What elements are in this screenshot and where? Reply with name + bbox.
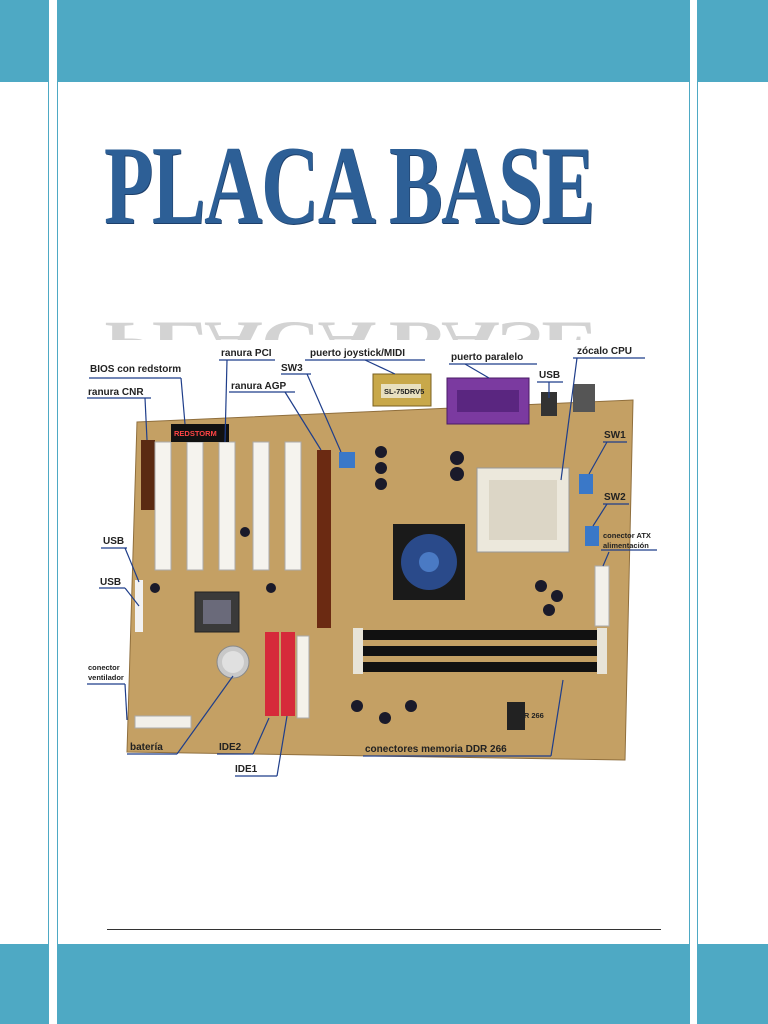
label-sw1: SW1 bbox=[604, 430, 626, 441]
label-paralelo: puerto paralelo bbox=[451, 352, 523, 363]
bottom-band-left bbox=[0, 944, 48, 1024]
label-bateria: batería bbox=[130, 742, 163, 753]
label-bios: BIOS con redstorm bbox=[90, 364, 181, 375]
label-joystick: puerto joystick/MIDI bbox=[310, 348, 405, 359]
label-atx-1: conector ATX bbox=[603, 531, 651, 540]
label-fan-2: ventilador bbox=[88, 673, 124, 682]
label-ddr: conectores memoria DDR 266 bbox=[365, 744, 507, 755]
label-ide1: IDE1 bbox=[235, 764, 258, 775]
usb-header bbox=[135, 580, 143, 608]
rear-connector bbox=[573, 384, 595, 412]
capacitors bbox=[150, 446, 563, 724]
agp-slot bbox=[317, 450, 331, 628]
top-band-right bbox=[698, 0, 768, 82]
page-title: PLACA BASE bbox=[104, 124, 595, 248]
redstorm-chip-label: REDSTORM bbox=[174, 429, 217, 438]
top-band-center bbox=[58, 0, 689, 82]
label-sw2: SW2 bbox=[604, 492, 626, 503]
io-chip bbox=[507, 702, 525, 730]
label-atx-2: alimentación bbox=[603, 541, 649, 550]
ddr-silk-label: DDR 266 bbox=[513, 711, 544, 720]
bios-chip bbox=[171, 424, 229, 442]
bottom-band-right bbox=[698, 944, 768, 1024]
usb-header bbox=[135, 604, 143, 632]
gameport-chip-label: SL-75DRV5 bbox=[384, 387, 424, 396]
frame-rule bbox=[697, 0, 698, 1024]
frame-rule bbox=[57, 0, 58, 1024]
motherboard-illustration: SL-75DRV5 REDSTORM bbox=[87, 346, 657, 777]
frame-rule bbox=[689, 0, 690, 1024]
leader-lines bbox=[87, 357, 657, 777]
ddr-slots bbox=[353, 628, 607, 674]
label-agp: ranura AGP bbox=[231, 381, 287, 392]
sw3-switch bbox=[339, 452, 355, 468]
label-fan-1: conector bbox=[88, 663, 120, 672]
label-pci: ranura PCI bbox=[221, 348, 272, 359]
motherboard-figure: SL-75DRV5 REDSTORM bbox=[85, 340, 657, 782]
title-block: PLACA BASE PLACA BASE bbox=[104, 130, 595, 377]
label-usb-left-2: USB bbox=[100, 577, 121, 588]
label-cpu: zócalo CPU bbox=[577, 346, 632, 357]
header-strip bbox=[134, 715, 192, 729]
label-usb-left-1: USB bbox=[103, 536, 124, 547]
label-usb-top: USB bbox=[539, 370, 560, 381]
sw1-switch bbox=[579, 474, 593, 494]
cnr-slot bbox=[141, 440, 155, 510]
label-sw3: SW3 bbox=[281, 363, 303, 374]
usb-port bbox=[541, 392, 557, 416]
bottom-rule bbox=[107, 929, 661, 930]
label-cnr: ranura CNR bbox=[88, 387, 144, 398]
frame-rule bbox=[48, 0, 49, 1024]
label-ide2: IDE2 bbox=[219, 742, 242, 753]
sw2-switch bbox=[585, 526, 599, 546]
top-band-left bbox=[0, 0, 48, 82]
bottom-band-center bbox=[58, 944, 689, 1024]
atx-connector bbox=[594, 565, 610, 627]
ide-connectors bbox=[265, 632, 310, 719]
pci-slots bbox=[154, 441, 302, 571]
